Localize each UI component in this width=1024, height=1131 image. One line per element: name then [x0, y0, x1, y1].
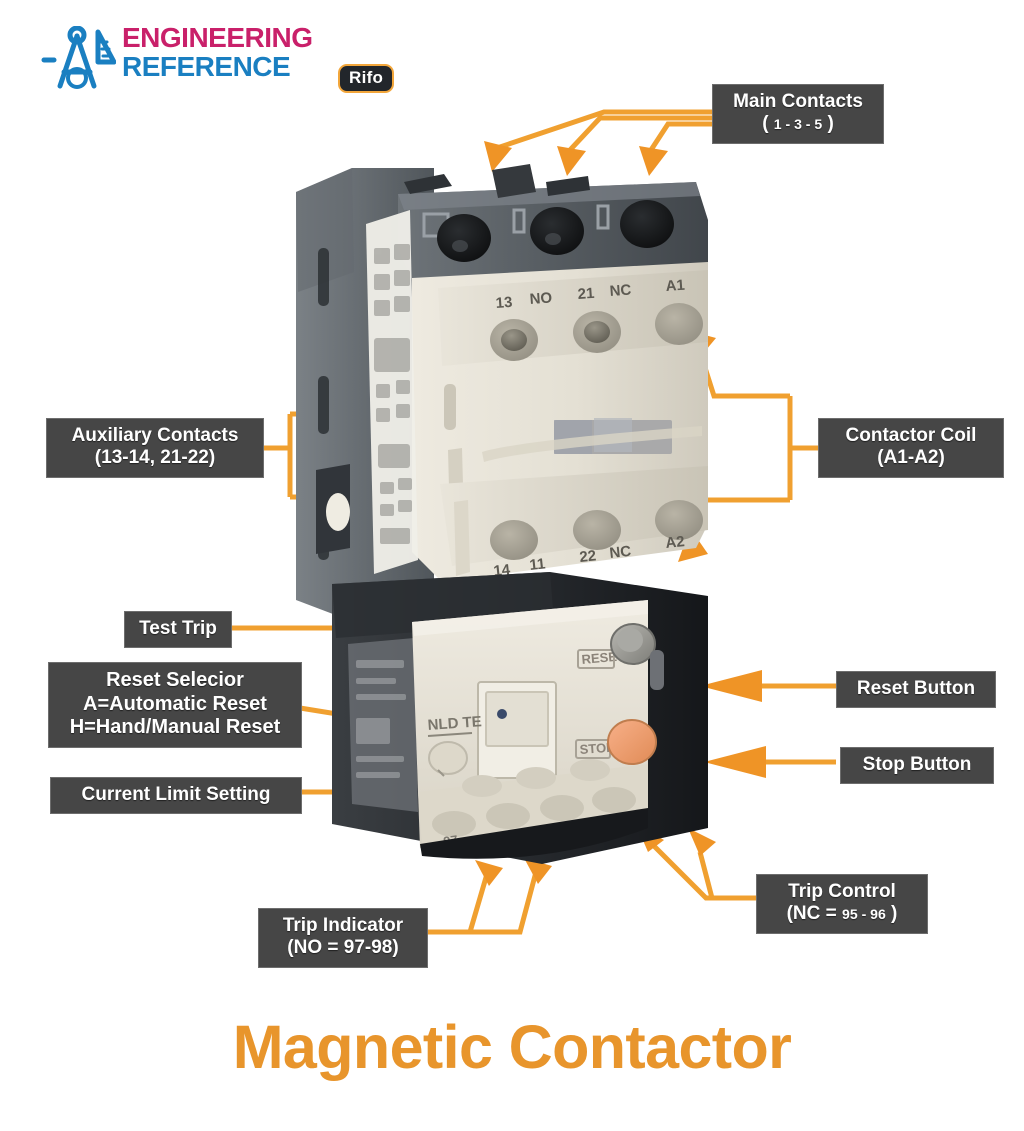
callout-contactor-coil-line2: (A1-A2) [877, 447, 945, 469]
brand-logo: ENGINEERING REFERENCE Rifo [38, 22, 395, 102]
svg-text:NO: NO [529, 289, 553, 308]
main-contacts-terminal-codes: 1 - 3 - 5 [773, 116, 823, 133]
lower-body-rib [454, 500, 470, 576]
relay-base-shadow [420, 808, 648, 859]
trip-indicator-dot [497, 709, 507, 719]
callout-current-limit-setting-line1: Current Limit Setting [81, 784, 271, 805]
callout-current-limit-setting[interactable]: Current Limit Setting [50, 777, 302, 815]
current-limit-pointer [437, 769, 445, 777]
svg-text:22: 22 [579, 547, 597, 566]
magnetic-contactor-device: 13 NO 21 NC A1 [296, 164, 708, 864]
terminal-marker [512, 208, 526, 234]
relay-terminal-95[interactable] [540, 795, 584, 821]
logo-line-engineering: ENGINEERING [122, 22, 313, 53]
specification-label [366, 210, 418, 574]
callout-reset-button-line1: Reset Button [856, 678, 976, 699]
callout-test-trip[interactable]: Test Trip [124, 611, 232, 649]
logo-line-reference: REFERENCE [122, 50, 291, 82]
callout-auxiliary-contacts[interactable]: Auxiliary Contacts (13-14, 21-22) [46, 418, 264, 478]
callout-test-trip-line1: Test Trip [139, 618, 217, 639]
relay-terminal-96[interactable] [592, 787, 636, 813]
callout-trip-control[interactable]: Trip Control (NC = 95 - 96 ) [756, 874, 928, 934]
relay-side-label-print [356, 660, 406, 778]
svg-text:A2: A2 [665, 533, 686, 552]
callout-trip-indicator[interactable]: Trip Indicator (NO = 97-98) [258, 908, 428, 968]
callout-trip-indicator-line1: Trip Indicator [282, 915, 404, 936]
body-seam [482, 426, 702, 462]
reset-selector-underline [427, 732, 473, 737]
terminal-screw [545, 233, 561, 245]
coil-terminal-a2[interactable] [655, 500, 703, 540]
relay-terminal-97[interactable] [432, 811, 476, 837]
trip-control-terminal-codes: 95 - 96 [842, 906, 886, 923]
svg-text:NC: NC [609, 543, 632, 562]
callout-reset-selector-line3: H=Hand/Manual Reset [69, 716, 281, 739]
terminal-screw [584, 321, 610, 343]
callout-contactor-coil[interactable]: Contactor Coil (A1-A2) [818, 418, 1004, 478]
mounting-slot [318, 248, 329, 306]
callout-reset-selector-line2: A=Automatic Reset [83, 692, 267, 715]
drafting-compass-icon [38, 25, 117, 96]
svg-text:11: 11 [529, 555, 547, 574]
callout-auxiliary-contacts-line1: Auxiliary Contacts [71, 425, 239, 446]
terminal-screw [452, 240, 468, 252]
test-trip-slider[interactable] [485, 691, 549, 747]
top-lug [404, 174, 452, 194]
svg-text:NC: NC [609, 282, 632, 300]
svg-text:21: 21 [577, 285, 595, 303]
contactor-body: 13 NO 21 NC A1 [296, 164, 708, 622]
terminal-marker [596, 204, 610, 230]
stop-button[interactable] [607, 719, 657, 765]
auxiliary-terminal-14[interactable] [490, 520, 538, 560]
callout-reset-selector-line1: Reset Selecior [106, 669, 244, 691]
main-contact-terminal-5[interactable] [620, 200, 674, 248]
callout-contactor-coil-line1: Contactor Coil [845, 425, 977, 446]
terminal-markings-top: 13 NO 21 NC A1 [495, 277, 685, 312]
callout-trip-indicator-line2: (NO = 97-98) [287, 937, 399, 959]
mounting-slot [318, 376, 329, 434]
relay-terminal-upper[interactable] [462, 775, 502, 797]
callout-auxiliary-contacts-line2: (13-14, 21-22) [94, 447, 216, 469]
specification-label-print [374, 244, 412, 544]
main-contact-terminal-1[interactable] [437, 214, 491, 262]
reset-button-cap [617, 628, 643, 652]
reset-mode-selector-tab[interactable] [650, 650, 664, 690]
reset-marking-box [577, 649, 615, 669]
coil-terminal-a1[interactable] [655, 303, 703, 345]
leader-stop-button [704, 746, 836, 778]
svg-text:13: 13 [495, 294, 513, 312]
relay-terminal-upper[interactable] [570, 759, 610, 781]
terminal-screw [501, 329, 527, 351]
callout-reset-button[interactable]: Reset Button [836, 671, 996, 709]
contactor-rear-highlight [296, 168, 354, 292]
relay-terminal-98[interactable] [486, 803, 530, 829]
svg-text:A1: A1 [665, 277, 685, 295]
callout-stop-button[interactable]: Stop Button [840, 747, 994, 785]
relay-terminal-upper[interactable] [516, 767, 556, 789]
current-limit-dial[interactable] [428, 741, 468, 775]
callout-trip-control-line1: Trip Control [788, 881, 896, 902]
top-lug-center [492, 164, 536, 198]
stop-button-marking: STOP [579, 740, 615, 757]
auxiliary-terminal-22[interactable] [573, 510, 621, 550]
callout-main-contacts-line1: Main Contacts [733, 91, 863, 112]
page-title: Magnetic Contactor [232, 1013, 792, 1081]
reset-selector-marking: NLD TE [427, 713, 482, 734]
callout-main-contacts-line2: ( 1 - 3 - 5 ) [762, 113, 834, 135]
relay-face-highlight [412, 600, 648, 636]
rifo-badge: Rifo [338, 64, 395, 93]
callout-stop-button-line1: Stop Button [862, 754, 972, 775]
thermal-overload-relay: NLD TE RESET STOP 97 [332, 572, 708, 864]
callout-reset-selector[interactable]: Reset Selecior A=Automatic Reset H=Hand/… [48, 662, 302, 748]
callout-main-contacts[interactable]: Main Contacts ( 1 - 3 - 5 ) [712, 84, 884, 144]
main-contact-terminal-3[interactable] [530, 207, 584, 255]
relay-side-label [348, 638, 418, 812]
leader-reset-button [700, 670, 836, 702]
mounting-hole [326, 493, 350, 531]
body-vent-slot [444, 384, 456, 430]
callout-trip-control-line2: (NC = 95 - 96 ) [786, 903, 898, 925]
logo-wordmark: ENGINEERING REFERENCE [122, 22, 372, 82]
cover-top-highlight [398, 182, 700, 210]
top-lug [546, 176, 590, 196]
